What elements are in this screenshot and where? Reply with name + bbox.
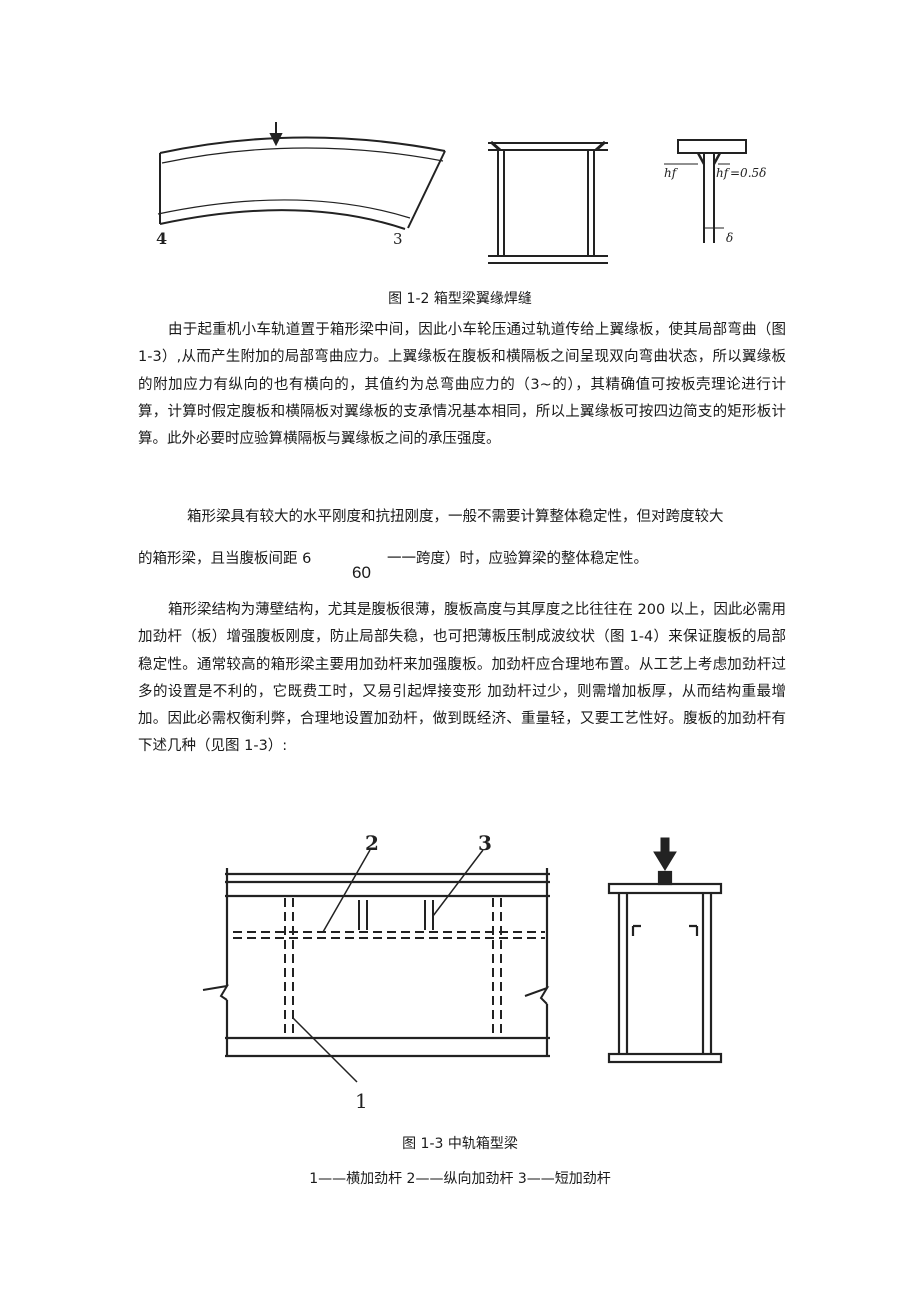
transverse-stiffeners [284, 898, 502, 1038]
hf-right-label: hf [716, 166, 731, 180]
longitudinal-stiffener [233, 931, 545, 939]
paragraph-2-line-1: 箱形梁具有较大的水平刚度和抗扭刚度，一般不需要计算整体稳定性，但对跨度较大 [187, 509, 724, 525]
leader-lines [292, 849, 484, 1083]
figure-1-3-drawing: 2 3 1 [202, 831, 723, 1113]
right-support-label: 3 [393, 230, 403, 248]
box-section-cross-sketch [607, 870, 723, 1064]
label-1: 1 [355, 1089, 368, 1113]
fraction-denominator: 60 [352, 563, 371, 582]
load-arrow-icon [269, 122, 283, 147]
paragraph-2-line-2b: 一一跨度）时，应验算梁的整体稳定性。 [387, 551, 648, 567]
figure-1-2-caption: 图 1-2 箱型梁翼缘焊缝 [388, 291, 532, 307]
figure-1-3-caption: 图 1-3 中轨箱型梁 [402, 1136, 518, 1152]
short-stiffeners [358, 900, 434, 930]
figure-1-2-drawing: 4 3 hf hf =0.5δ δ [156, 122, 766, 264]
delta-label: δ [726, 231, 733, 245]
label-2: 2 [365, 831, 379, 855]
formula-label: =0.5δ [730, 166, 766, 180]
box-section-sketch [488, 140, 608, 264]
weld-detail-sketch [664, 139, 747, 243]
beam-side-view-sketch [202, 868, 550, 1058]
hf-left-label: hf [664, 166, 679, 180]
curved-beam-sketch [157, 136, 446, 230]
paragraph-3: 箱形梁结构为薄壁结构，尤其是腹板很薄，腹板高度与其厚度之比往往在 200 以上，… [138, 602, 786, 755]
figure-1-3-legend: 1——横加劲杆 2——纵向加劲杆 3——短加劲杆 [309, 1171, 611, 1187]
left-support-label: 4 [156, 229, 167, 248]
paragraph-2-line-2a: 的箱形梁，且当腹板间距 6 [138, 551, 312, 567]
label-3: 3 [478, 831, 492, 855]
wheel-load-arrow-icon [653, 837, 677, 871]
paragraph-1: 由于起重机小车轨道置于箱形梁中间，因此小车轮压通过轨道传给上翼缘板，使其局部弯曲… [138, 322, 786, 448]
